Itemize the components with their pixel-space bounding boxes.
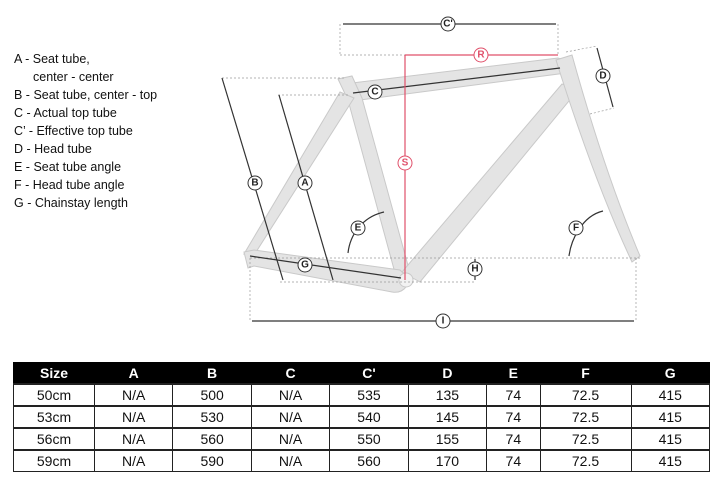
marker-s: S	[397, 155, 413, 171]
cell-c-prime: 540	[329, 405, 409, 429]
legend-item-c: C - Actual top tube	[14, 106, 117, 120]
svg-text:B: B	[251, 178, 258, 189]
marker-i: I	[435, 313, 451, 329]
marker-d: D	[595, 68, 611, 84]
cell-f: 72.5	[539, 383, 632, 407]
cell-d: 145	[407, 405, 488, 429]
table-row: 59cm N/A 590 N/A 560 170 74 72.5 415	[13, 449, 710, 472]
table-row: 50cm N/A 500 N/A 535 135 74 72.5 415	[13, 383, 710, 407]
svg-text:C: C	[371, 87, 378, 98]
cell-size: 59cm	[13, 449, 95, 472]
svg-text:S: S	[402, 158, 409, 169]
cell-f: 72.5	[539, 405, 632, 429]
cell-a: N/A	[93, 405, 174, 429]
header-c: C	[250, 362, 331, 385]
header-g: G	[630, 362, 710, 385]
marker-c-prime: C'	[440, 16, 456, 32]
cell-b: 590	[172, 449, 252, 472]
dimension-legend: A - Seat tube, center - center B - Seat …	[14, 50, 157, 212]
reference-lines	[222, 24, 640, 322]
svg-text:A: A	[301, 178, 308, 189]
svg-text:R: R	[477, 50, 485, 61]
cell-e: 74	[486, 449, 541, 472]
marker-r: R	[473, 47, 489, 63]
legend-item-g: G - Chainstay length	[14, 196, 128, 210]
cell-b: 560	[172, 427, 252, 451]
legend-item-a-cont: center - center	[33, 70, 114, 84]
cell-d: 170	[407, 449, 488, 472]
marker-e: E	[350, 220, 366, 236]
svg-text:C': C'	[443, 19, 453, 30]
cell-g: 415	[630, 449, 710, 472]
frame-geometry-diagram: C' R C D S B A E F G H I	[221, 16, 641, 329]
svg-text:H: H	[471, 264, 478, 275]
cell-size: 50cm	[13, 383, 95, 407]
cell-d: 135	[407, 383, 488, 407]
svg-text:G: G	[301, 260, 309, 271]
cell-a: N/A	[93, 427, 174, 451]
cell-a: N/A	[93, 449, 174, 472]
legend-item-b: B - Seat tube, center - top	[14, 88, 158, 102]
header-b: B	[172, 362, 252, 385]
header-f: F	[539, 362, 632, 385]
table-row: 56cm N/A 560 N/A 550 155 74 72.5 415	[13, 427, 710, 451]
cell-size: 53cm	[13, 405, 95, 429]
legend-item-f: F - Head tube angle	[14, 178, 125, 192]
chain-stay	[243, 249, 411, 293]
marker-g: G	[297, 257, 313, 273]
cell-c-prime: 550	[329, 427, 409, 451]
cell-c: N/A	[250, 427, 331, 451]
bike-frame	[243, 54, 641, 293]
cell-c: N/A	[250, 449, 331, 472]
header-a: A	[93, 362, 174, 385]
header-c-prime: C'	[329, 362, 409, 385]
cell-g: 415	[630, 427, 710, 451]
cell-c-prime: 560	[329, 449, 409, 472]
seat-tube	[337, 75, 413, 285]
cell-f: 72.5	[539, 427, 632, 451]
cell-f: 72.5	[539, 449, 632, 472]
legend-item-a: A - Seat tube,	[14, 52, 90, 66]
cell-b: 500	[172, 383, 252, 407]
header-e: E	[486, 362, 541, 385]
legend-item-e: E - Seat tube angle	[14, 160, 122, 174]
cell-a: N/A	[93, 383, 174, 407]
marker-f: F	[568, 220, 584, 236]
marker-b: B	[247, 175, 263, 191]
cell-c: N/A	[250, 383, 331, 407]
header-size: Size	[13, 362, 95, 385]
cell-b: 530	[172, 405, 252, 429]
svg-text:D: D	[599, 71, 606, 82]
seat-stay	[243, 91, 355, 255]
svg-text:F: F	[573, 223, 579, 234]
cell-g: 415	[630, 383, 710, 407]
cell-e: 74	[486, 427, 541, 451]
legend-item-d: D - Head tube	[14, 142, 92, 156]
marker-a: A	[297, 175, 313, 191]
g-line	[249, 255, 402, 279]
cell-g: 415	[630, 405, 710, 429]
cell-c-prime: 535	[329, 383, 409, 407]
down-tube	[401, 83, 579, 283]
cell-e: 74	[486, 405, 541, 429]
c-line	[352, 67, 561, 94]
table-row: 53cm N/A 530 N/A 540 145 74 72.5 415	[13, 405, 710, 429]
marker-c: C	[367, 84, 383, 100]
head-tube-fork	[555, 54, 641, 263]
header-d: D	[407, 362, 488, 385]
cell-size: 56cm	[13, 427, 95, 451]
table-header-row: Size A B C C' D E F G	[13, 362, 710, 385]
geometry-table: Size A B C C' D E F G 50cm N/A 500 N/A 5…	[13, 362, 710, 472]
svg-text:I: I	[442, 316, 445, 327]
cell-e: 74	[486, 383, 541, 407]
marker-h: H	[467, 261, 483, 277]
cell-c: N/A	[250, 405, 331, 429]
legend-item-c-prime: C’ - Effective top tube	[14, 124, 133, 138]
cell-d: 155	[407, 427, 488, 451]
svg-text:E: E	[355, 223, 362, 234]
bottom-bracket	[398, 272, 414, 288]
